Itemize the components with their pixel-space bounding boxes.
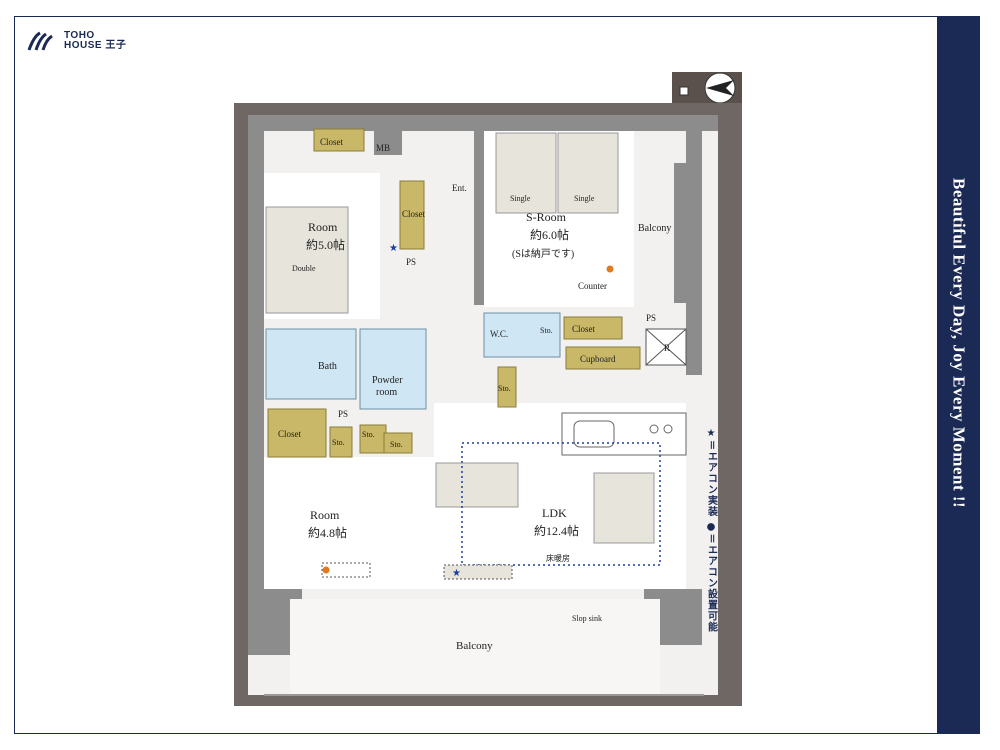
label-ps2: PS [646, 313, 656, 323]
label-mb: MB [376, 143, 390, 153]
label-closet-wc: Closet [572, 324, 596, 334]
label-ldk: LDK [542, 506, 567, 520]
label-room1-size: 約5.0帖 [306, 237, 345, 252]
label-ldk-size: 約12.4帖 [534, 523, 579, 538]
label-sto2: Sto. [362, 430, 375, 439]
brand-logo: TOHO HOUSE 王子 [26, 30, 126, 52]
balcony-bottom [290, 599, 660, 695]
label-entrance: Ent. [452, 183, 467, 193]
kitchen-counter [561, 412, 687, 456]
storage-units [267, 128, 641, 458]
label-floor-heating: 床暖房 [546, 553, 570, 563]
label-single1: Single [510, 194, 531, 203]
legend-text: ★＝エアコン実装 ●＝エアコン設置可能 [705, 428, 717, 633]
label-cupboard: Cupboard [580, 354, 616, 364]
label-powder: Powder [372, 375, 403, 386]
label-sto-wc: Sto. [540, 326, 553, 335]
label-sroom: S-Room [526, 210, 567, 224]
label-sroom-size: 約6.0帖 [530, 227, 569, 242]
label-double: Double [292, 264, 316, 273]
label-single2: Single [574, 194, 595, 203]
north-arrow-icon [672, 72, 742, 104]
brand-line1: TOHO [64, 30, 95, 41]
label-room1: Room [308, 220, 338, 234]
ac-possible-icon [606, 265, 614, 273]
label-room2: Room [310, 508, 340, 522]
label-powder-room: room [376, 387, 397, 398]
air-conditioner-legend: ★＝エアコン実装 ●＝エアコン設置可能 [700, 428, 722, 648]
room-2 [264, 457, 434, 589]
label-ps3: PS [338, 409, 348, 419]
label-closet-mid: Closet [402, 209, 426, 219]
toho-logo-icon [27, 31, 53, 51]
label-counter: Counter [578, 281, 607, 291]
label-sto1: Sto. [332, 438, 345, 447]
floor-plan: ★ ★ Closet MB Ent. Room 約5.0帖 Double Clo… [234, 103, 742, 706]
label-balcony-bottom: Balcony [456, 640, 493, 652]
label-sto3: Sto. [390, 440, 403, 449]
label-sroom-note: (Sは納戸です) [512, 247, 574, 260]
ac-possible-icon [322, 566, 330, 574]
ac-installed-icon: ★ [389, 243, 398, 254]
label-sto-hall: Sto. [498, 384, 511, 393]
label-wc: W.C. [490, 329, 508, 339]
label-refrigerator: R [664, 343, 670, 353]
label-closet-bottom: Closet [278, 429, 302, 439]
brand-line2: HOUSE 王子 [64, 40, 127, 51]
label-balcony-side: Balcony [638, 223, 671, 234]
side-band: Beautiful Every Day, Joy Every Moment !! [937, 16, 980, 734]
tagline: Beautiful Every Day, Joy Every Moment !! [949, 178, 969, 509]
wet-areas [265, 312, 561, 410]
label-ps1: PS [406, 257, 416, 267]
label-slop-sink: Slop sink [572, 614, 602, 623]
label-closet-top: Closet [320, 137, 344, 147]
ac-installed-icon: ★ [452, 568, 461, 579]
label-room2-size: 約4.8帖 [308, 525, 347, 540]
label-bath: Bath [318, 361, 337, 372]
